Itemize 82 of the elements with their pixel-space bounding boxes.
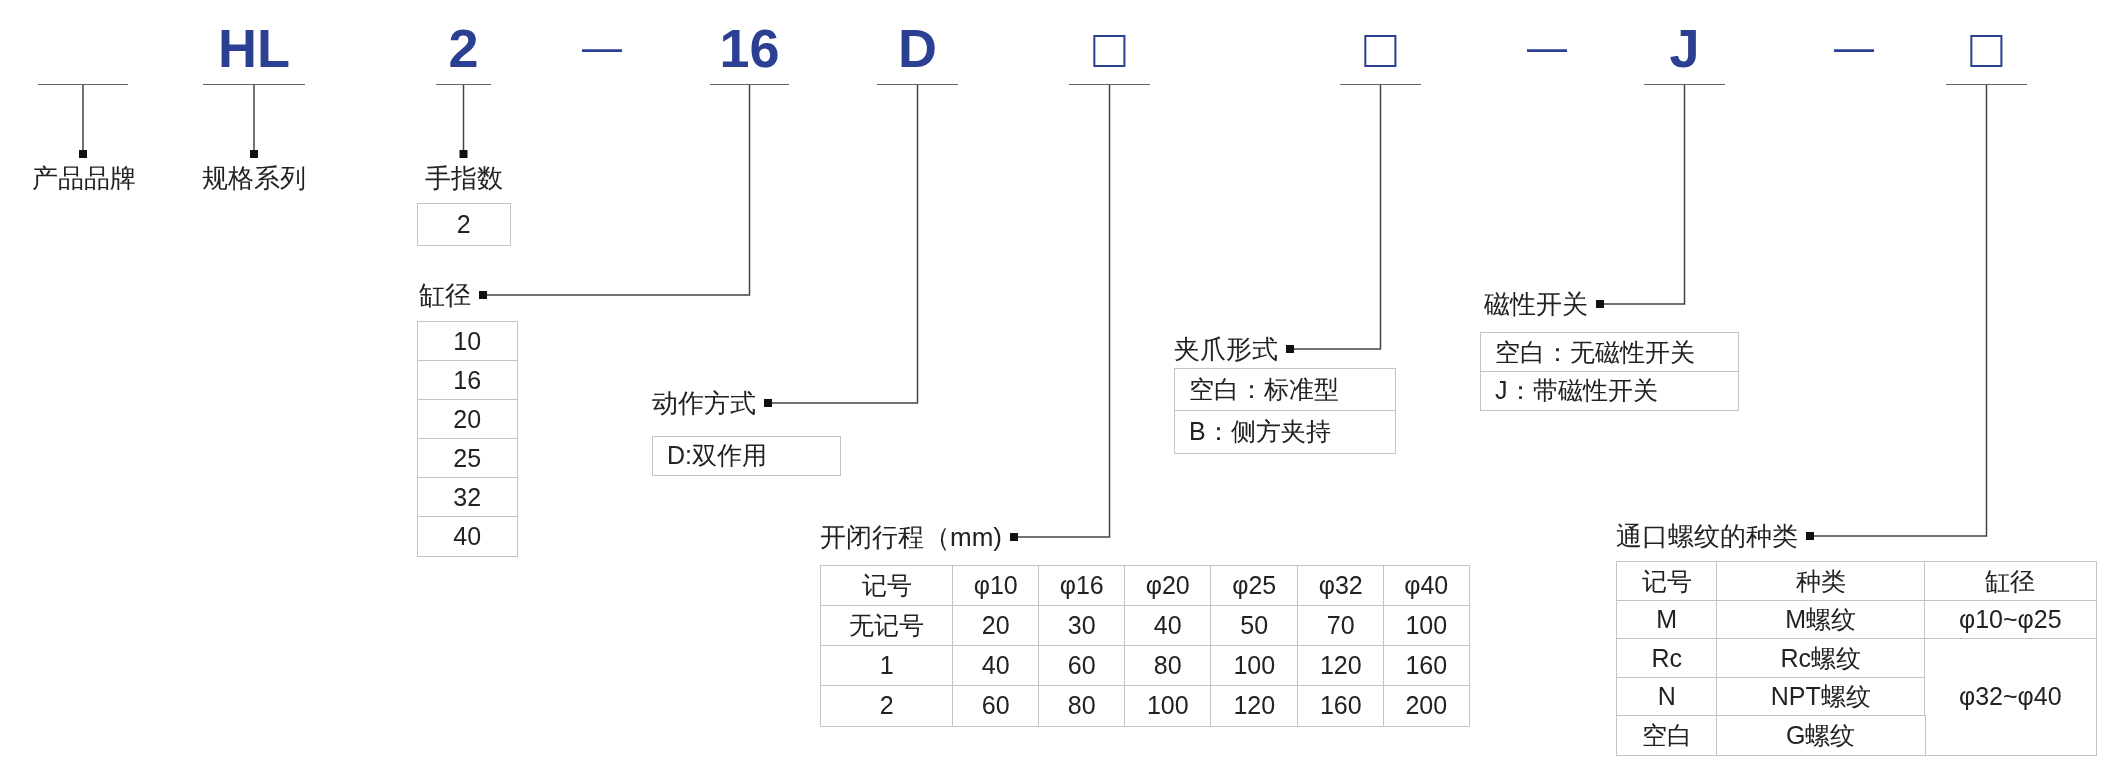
table-cell: 60 [952, 685, 1040, 727]
field-label: 磁性开关 [1484, 288, 1596, 320]
separator-dash: — [1834, 24, 1874, 71]
table-cell: 80 [1124, 645, 1212, 687]
field-label: 手指数 [425, 158, 503, 194]
leader-line [1805, 84, 1988, 540]
leader-line [79, 84, 87, 159]
separator-dash: — [1527, 24, 1567, 71]
table-cell: 2 [820, 685, 954, 727]
table-cell: 32 [417, 477, 518, 518]
table-cell: 30 [1038, 605, 1126, 647]
table-cell: 60 [1038, 645, 1126, 687]
table-cell: 120 [1210, 685, 1299, 727]
leader-line [1595, 84, 1686, 308]
table-cell: M螺纹 [1716, 600, 1926, 640]
table-cell: 10 [417, 321, 518, 362]
table-cell: φ16 [1038, 565, 1126, 607]
table-cell: 40 [1124, 605, 1212, 647]
table-cell: 1 [820, 645, 954, 687]
table-cell: 缸径 [1924, 561, 2097, 602]
table-cell: 50 [1210, 605, 1299, 647]
table-cell: 100 [1210, 645, 1299, 687]
model-code: J [1644, 12, 1725, 85]
table-cell: G螺纹 [1716, 715, 1926, 756]
table-cell: 无记号 [820, 605, 954, 647]
table-cell: φ32~φ40 [1924, 638, 2097, 756]
table-cell: φ10~φ25 [1924, 600, 2097, 640]
field-label: 缸径 [419, 279, 479, 311]
table-cell: NPT螺纹 [1716, 677, 1926, 717]
leader-line [763, 84, 919, 407]
table-cell: 记号 [1616, 561, 1718, 602]
model-code: □ [1069, 12, 1150, 85]
leader-line [478, 84, 751, 299]
field-label: 夹爪形式 [1174, 333, 1286, 365]
table-cell: φ25 [1210, 565, 1299, 607]
table-cell: 20 [417, 399, 518, 440]
leader-line [1285, 84, 1382, 353]
model-code: D [877, 12, 958, 85]
table-cell: 100 [1383, 605, 1470, 647]
table-cell: 70 [1297, 605, 1385, 647]
field-label: 通口螺纹的种类 [1616, 520, 1806, 552]
table-cell: 120 [1297, 645, 1385, 687]
table-cell: 空白 [1616, 715, 1718, 756]
table-cell: 40 [417, 516, 518, 557]
model-code: 2 [436, 12, 491, 85]
table-cell: Rc [1616, 638, 1718, 679]
table-cell: J：带磁性开关 [1480, 371, 1739, 411]
table-cell: 空白：无磁性开关 [1480, 332, 1739, 373]
table-cell: 空白：标准型 [1174, 368, 1396, 412]
model-code: □ [1946, 12, 2027, 85]
table-cell: N [1616, 677, 1718, 717]
table-cell: 160 [1383, 645, 1470, 687]
table-cell: Rc螺纹 [1716, 638, 1926, 679]
table-cell: φ10 [952, 565, 1040, 607]
separator-dash: — [582, 24, 622, 71]
leader-line [459, 84, 468, 159]
table-cell: 100 [1124, 685, 1212, 727]
leader-line [1009, 84, 1111, 541]
model-code: 16 [710, 12, 789, 85]
table-cell: 20 [952, 605, 1040, 647]
table-cell: 160 [1297, 685, 1385, 727]
field-label: 产品品牌 [32, 158, 136, 194]
model-code: HL [203, 12, 305, 85]
table-cell: M [1616, 600, 1718, 640]
table-cell: 25 [417, 438, 518, 479]
field-label: 开闭行程（mm) [820, 521, 1010, 553]
table-cell: 80 [1038, 685, 1126, 727]
table-cell: D:双作用 [652, 436, 841, 476]
table-cell: 200 [1383, 685, 1470, 727]
field-label: 动作方式 [652, 387, 764, 419]
leader-line [250, 84, 258, 159]
table-cell: φ20 [1124, 565, 1212, 607]
table-cell: 16 [417, 360, 518, 401]
table-cell: φ32 [1297, 565, 1385, 607]
model-code: □ [1340, 12, 1421, 85]
table-cell: 种类 [1716, 561, 1926, 602]
table-cell: φ40 [1383, 565, 1470, 607]
field-label: 规格系列 [202, 158, 306, 194]
table-cell: 40 [952, 645, 1040, 687]
table-cell: B：侧方夹持 [1174, 410, 1396, 454]
table-cell: 2 [417, 203, 511, 246]
table-cell: 记号 [820, 565, 954, 607]
